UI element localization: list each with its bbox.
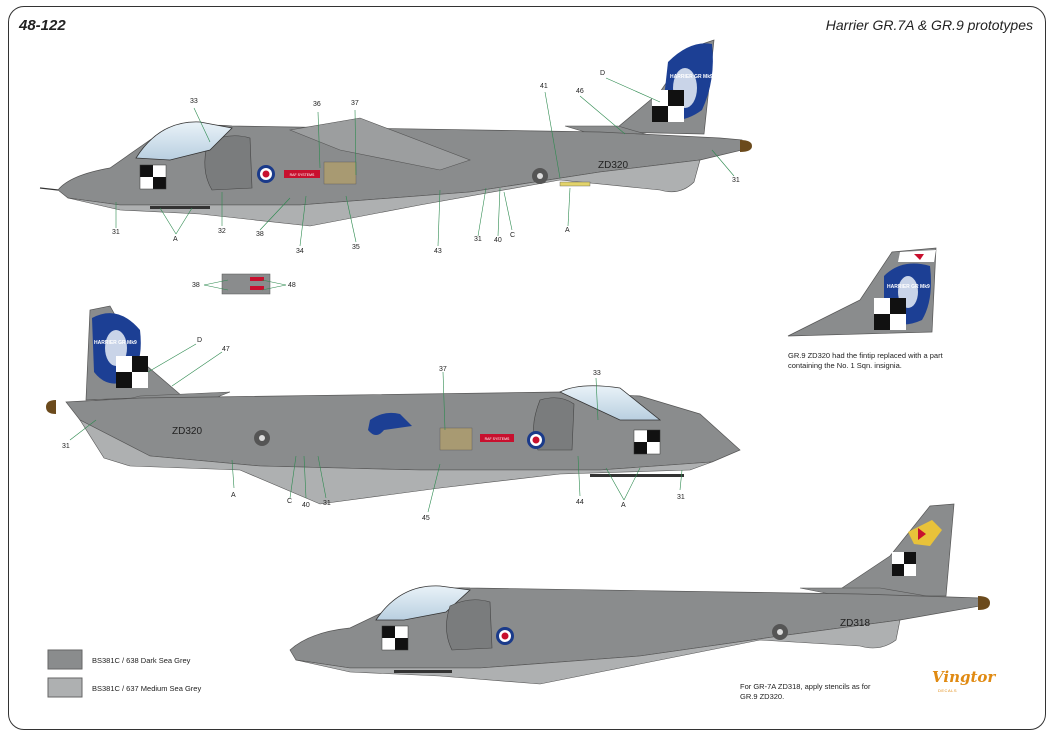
serial-zd320: ZD320 [598, 160, 628, 171]
nose-checkerboard-3 [381, 625, 409, 651]
legend-label-dark-sea-grey: BS381C / 638 Dark Sea Grey [92, 656, 191, 665]
stencil-placard [203, 273, 287, 295]
nose-checkerboard-2 [633, 429, 661, 455]
callout: 31 [732, 177, 740, 184]
callout: 47 [222, 346, 230, 353]
swatch-dark-sea-grey [47, 649, 83, 670]
stencil-text: RAF SYSTEMS [290, 173, 315, 177]
fintip-text: HARRIER GR Mk9 [887, 284, 930, 290]
fin-text: HARRIER GR Mk9 [670, 74, 713, 80]
callout: 34 [296, 248, 304, 255]
callout: 46 [576, 88, 584, 95]
callout: 31 [474, 236, 482, 243]
callout: A [173, 236, 178, 243]
callout: 36 [313, 101, 321, 108]
callout: 40 [494, 237, 502, 244]
vingtor-logo-sub: DECALS [938, 688, 958, 693]
legend-label-medium-sea-grey: BS381C / 637 Medium Sea Grey [92, 684, 202, 693]
callout: 43 [434, 248, 442, 255]
aircraft-zd320-left-profile: HARRIER GR Mk9 RAF SYSTEMS ZD320 [39, 39, 752, 227]
callout: 48 [288, 282, 296, 289]
stencil-text-2: RAF SYSTEMS [485, 437, 510, 441]
serial-zd320-2: ZD320 [172, 426, 202, 437]
callout: 31 [112, 229, 120, 236]
callout: 33 [190, 98, 198, 105]
callout: 45 [422, 515, 430, 522]
fin-text-2: HARRIER GR Mk9 [94, 340, 137, 346]
callout: 38 [192, 282, 200, 289]
sheet-code: 48-122 [19, 17, 66, 34]
nose-checkerboard [139, 164, 167, 190]
vingtor-logo: Vingtor [932, 668, 996, 686]
callout: 44 [576, 499, 584, 506]
callout: A [621, 502, 626, 509]
roundel-2 [527, 431, 545, 449]
roundel-3 [496, 627, 514, 645]
callout: A [231, 492, 236, 499]
callout: 40 [302, 502, 310, 509]
fintip-note: GR.9 ZD320 had the fintip replaced with … [788, 351, 943, 371]
replacement-fintip: HARRIER GR Mk9 [787, 247, 937, 337]
callout: 33 [593, 370, 601, 377]
callout: C [510, 232, 516, 239]
callout: A [565, 227, 570, 234]
sheet-title: Harrier GR.7A & GR.9 prototypes [825, 17, 1033, 33]
fin-squadron-badge-2: HARRIER GR Mk9 [92, 313, 148, 388]
callout-leaders-2 [69, 343, 683, 513]
swatch-medium-sea-grey [47, 677, 83, 698]
serial-zd318: ZD318 [840, 618, 870, 629]
roundel [257, 165, 275, 183]
callout: 32 [218, 228, 226, 235]
callout: 38 [256, 231, 264, 238]
callout: 31 [323, 500, 331, 507]
fin-squadron-badge: HARRIER GR Mk9 [652, 43, 713, 122]
gr7a-note: For GR-7A ZD318, apply stencils as for G… [740, 682, 871, 702]
callout-leaders-1 [115, 77, 735, 247]
aircraft-zd318-left-profile: ZD318 [289, 503, 990, 685]
callout: D [197, 337, 203, 344]
callout: C [287, 498, 293, 505]
callout: 35 [352, 244, 360, 251]
callout: 31 [62, 443, 70, 450]
callout: D [600, 70, 606, 77]
callout: 31 [677, 494, 685, 501]
fin-squadron-badge-3 [892, 520, 942, 576]
callout: 37 [351, 100, 359, 107]
aircraft-zd320-right-profile: HARRIER GR Mk9 RAF SYSTEMS ZD320 [46, 305, 741, 505]
callout: 41 [540, 83, 548, 90]
callout: 37 [439, 366, 447, 373]
